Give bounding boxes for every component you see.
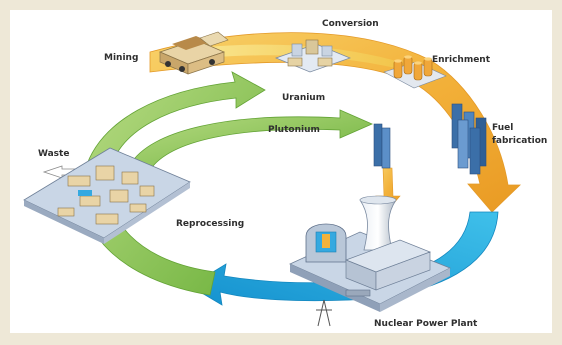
- nuclear-power-plant-icon: [289, 195, 451, 327]
- conversion-plant-icon: [275, 39, 351, 73]
- label-fabrication: fabrication: [492, 136, 547, 146]
- label-mining: Mining: [104, 53, 138, 63]
- label-uranium: Uranium: [282, 93, 325, 103]
- label-reprocessing: Reprocessing: [176, 219, 244, 229]
- label-fuel: Fuel: [492, 123, 513, 133]
- label-plutonium: Plutonium: [268, 125, 320, 135]
- reprocessing-plant-icon: [23, 147, 191, 244]
- fuel-rods-icon: [451, 103, 487, 175]
- label-nuclear-power-plant: Nuclear Power Plant: [374, 319, 478, 329]
- mining-truck-icon: [159, 31, 229, 75]
- frame-bottom: [0, 333, 562, 345]
- enrichment-cylinders-icon: [383, 55, 447, 89]
- green-cycle-arrow-inner: [129, 109, 373, 171]
- label-waste: Waste: [38, 149, 69, 159]
- label-enrichment: Enrichment: [432, 55, 491, 65]
- label-conversion: Conversion: [322, 19, 379, 29]
- frame-right: [552, 0, 562, 345]
- plutonium-rod-icon: [373, 123, 391, 169]
- frame-top: [0, 0, 562, 10]
- frame-left: [0, 0, 10, 345]
